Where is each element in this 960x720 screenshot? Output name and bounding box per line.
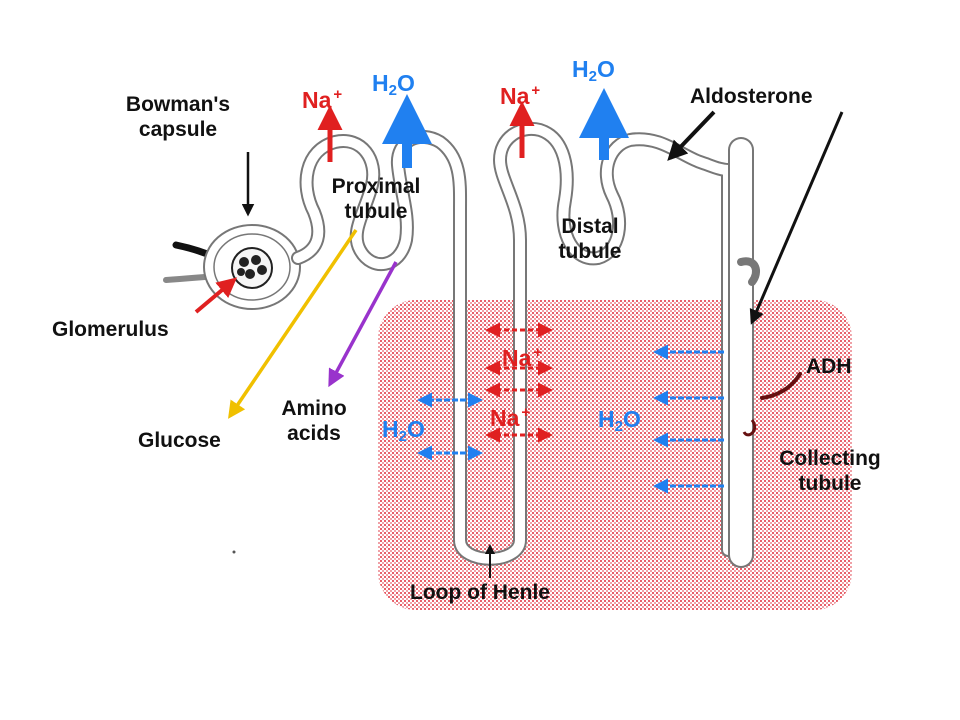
collecting-tubule-label: Collecting tubule: [779, 447, 881, 495]
adh-hook: [742, 419, 757, 437]
loop-na-label-lower: Na+: [490, 404, 531, 431]
adh-label: ADH: [806, 355, 852, 378]
bowmans-label: Bowman's capsule: [125, 93, 231, 141]
proximal-tubule-label: Proximal tubule: [331, 175, 421, 223]
distal-na-label: Na+: [500, 82, 541, 109]
collecting-h2o-arrows: [653, 344, 724, 494]
amino-acids-label: Amino acids: [281, 397, 347, 445]
loop-of-henle-label: Loop of Henle: [410, 581, 550, 604]
glucose-arrow: [228, 229, 358, 419]
glomerulus-label: Glomerulus: [52, 318, 169, 341]
adh-pointer: [760, 372, 802, 400]
stray-dot: [232, 550, 236, 554]
glucose-label: Glucose: [138, 429, 221, 452]
collecting-pointer-arrow: [749, 111, 844, 325]
aldosterone-pointer-arrow: [667, 110, 716, 161]
amino-acids-arrow: [328, 261, 398, 388]
proximal-na-label: Na+: [302, 86, 343, 113]
nephron-tubule: [291, 121, 760, 568]
distal-h2o-label: H2O: [572, 56, 615, 85]
glomerulus-shape: [231, 247, 273, 289]
collecting-h2o-label: H2O: [598, 406, 641, 435]
proximal-h2o-label: H2O: [372, 70, 415, 99]
distal-tubule-label: Distal tubule: [558, 215, 622, 263]
aldosterone-label: Aldosterone: [690, 85, 813, 108]
loop-na-label-upper: Na+: [502, 344, 543, 371]
loop-h2o-arrows: [417, 392, 483, 461]
loop-na-arrows: [485, 322, 553, 443]
loop-h2o-label: H2O: [382, 416, 425, 445]
glomerulus-pointer-arrow: [194, 277, 238, 314]
